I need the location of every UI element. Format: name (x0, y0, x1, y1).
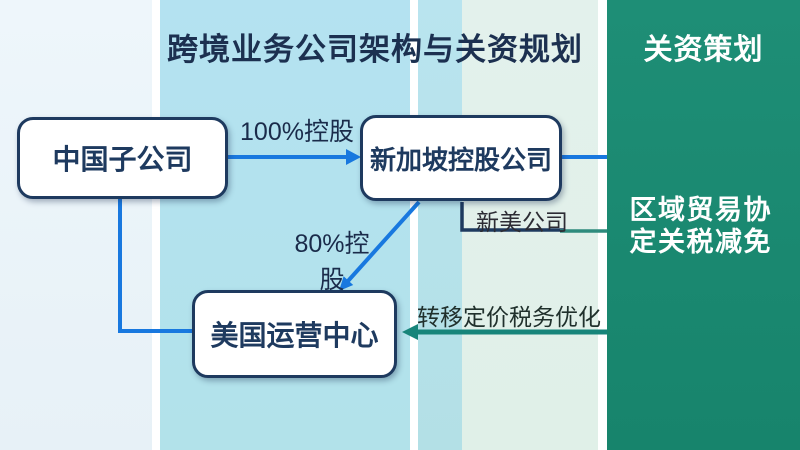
node-china-subsidiary: 中国子公司 (17, 117, 228, 199)
edge-label-80-percent-holding: 80%控股 (294, 230, 370, 294)
panel-title: 关资策划 (643, 34, 764, 66)
node-singapore-holding: 新加坡控股公司 (360, 115, 562, 201)
page-title: 跨境业务公司架构与关资规划 (167, 32, 583, 67)
edge-label-100-percent-holding: 100%控股 (240, 118, 354, 146)
right-green-panel (607, 0, 800, 450)
background-stripe-pale (0, 0, 152, 450)
panel-body: 区域贸易协定关税减免 (607, 194, 800, 259)
node-us-operations-center: 美国运营中心 (192, 290, 397, 378)
panel-body-text: 区域贸易协定关税减免 (629, 195, 772, 258)
edge-label-new-us-company: 新美公司 (476, 209, 568, 235)
background-stripe-cyan-2 (418, 0, 462, 450)
edge-label-transfer-pricing: 转移定价税务优化 (417, 304, 601, 330)
